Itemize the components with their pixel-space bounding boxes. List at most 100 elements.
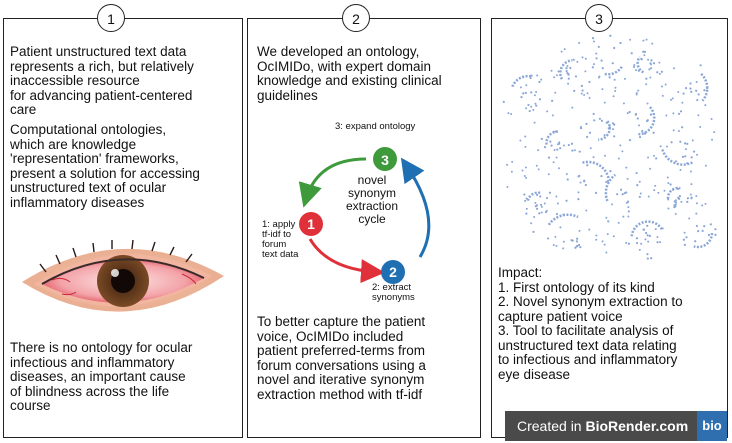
network-node bbox=[697, 230, 700, 233]
network-node bbox=[576, 237, 579, 240]
network-node bbox=[573, 89, 576, 92]
network-node bbox=[683, 243, 686, 246]
network-node bbox=[533, 94, 536, 97]
network-node bbox=[565, 69, 568, 73]
network-node bbox=[659, 145, 662, 148]
watermark-brand: BioRender.com bbox=[585, 418, 689, 434]
network-node bbox=[562, 213, 565, 216]
network-node bbox=[664, 83, 667, 86]
network-node bbox=[523, 193, 526, 196]
network-node bbox=[567, 82, 570, 85]
network-node bbox=[554, 130, 557, 133]
cycle-center-label: novel synonym extraction cycle bbox=[345, 173, 399, 226]
network-node bbox=[674, 205, 677, 208]
network-node bbox=[643, 132, 646, 135]
network-node bbox=[672, 129, 675, 132]
network-node bbox=[527, 103, 530, 107]
network-node bbox=[652, 131, 655, 134]
network-node bbox=[627, 242, 631, 245]
cycle-step-1-label: 1: apply tf-idf to forum text data bbox=[262, 219, 299, 260]
network-node bbox=[537, 149, 540, 152]
ontology-network-graph bbox=[502, 34, 717, 260]
network-node bbox=[524, 145, 527, 148]
network-node bbox=[575, 240, 579, 243]
network-node bbox=[659, 241, 662, 244]
network-node bbox=[524, 166, 527, 169]
network-node bbox=[658, 61, 661, 64]
network-node bbox=[695, 195, 698, 198]
network-node bbox=[585, 122, 588, 125]
network-node bbox=[581, 89, 584, 92]
network-node bbox=[648, 234, 651, 237]
network-node bbox=[690, 90, 693, 93]
network-node bbox=[554, 91, 557, 94]
network-node bbox=[692, 150, 696, 153]
network-node bbox=[625, 241, 628, 244]
network-node bbox=[686, 197, 690, 200]
network-cluster bbox=[636, 56, 645, 74]
network-node bbox=[603, 101, 606, 104]
network-node bbox=[701, 204, 704, 207]
network-node bbox=[685, 236, 688, 239]
network-node bbox=[562, 144, 565, 147]
network-node bbox=[674, 212, 677, 215]
network-node bbox=[520, 95, 523, 99]
network-node bbox=[699, 64, 702, 67]
network-node bbox=[628, 110, 631, 114]
network-node bbox=[553, 149, 556, 152]
network-node bbox=[581, 56, 584, 59]
network-node bbox=[679, 168, 682, 171]
panel1-text-ontologies: Computational ontologies, which are know… bbox=[10, 122, 200, 210]
network-node bbox=[647, 240, 650, 243]
network-node bbox=[638, 135, 642, 139]
network-node bbox=[534, 102, 537, 105]
network-node bbox=[580, 92, 583, 95]
network-node bbox=[627, 200, 630, 203]
network-node bbox=[579, 181, 582, 184]
network-node bbox=[545, 209, 548, 212]
network-node bbox=[669, 183, 672, 186]
network-node bbox=[558, 141, 561, 144]
network-node bbox=[562, 240, 565, 243]
network-node bbox=[611, 203, 614, 206]
network-node bbox=[552, 161, 555, 164]
network-node bbox=[647, 58, 650, 61]
network-node bbox=[623, 77, 626, 80]
network-node bbox=[584, 183, 587, 187]
network-node bbox=[539, 195, 542, 198]
network-node bbox=[621, 150, 624, 153]
panel1-text-intro: Patient unstructured text data represent… bbox=[10, 44, 194, 117]
network-node bbox=[535, 104, 538, 107]
network-node bbox=[535, 207, 539, 210]
network-node bbox=[619, 144, 622, 147]
network-node bbox=[681, 101, 684, 104]
network-node bbox=[524, 91, 527, 95]
network-node bbox=[677, 91, 680, 94]
network-node bbox=[543, 145, 547, 149]
network-node bbox=[714, 233, 717, 236]
network-node bbox=[640, 57, 643, 61]
network-node bbox=[606, 233, 609, 236]
network-node bbox=[643, 228, 646, 231]
panel-3: Impact: 1. First ontology of its kind 2.… bbox=[491, 18, 728, 438]
network-node bbox=[689, 193, 692, 196]
network-node bbox=[619, 41, 622, 45]
network-node bbox=[540, 205, 543, 208]
network-node bbox=[649, 76, 652, 79]
network-node bbox=[707, 233, 711, 237]
network-node bbox=[557, 167, 560, 170]
network-node bbox=[656, 241, 659, 244]
network-node bbox=[646, 234, 649, 237]
network-node bbox=[623, 192, 626, 195]
network-node bbox=[566, 178, 569, 181]
network-node bbox=[595, 52, 598, 55]
network-node bbox=[538, 80, 541, 84]
network-node bbox=[566, 64, 569, 67]
network-node bbox=[635, 93, 638, 96]
watermark-prefix: Created in bbox=[517, 418, 586, 434]
network-cluster bbox=[603, 66, 623, 76]
network-node bbox=[595, 238, 598, 241]
biorender-watermark[interactable]: Created in BioRender.com bio bbox=[505, 411, 727, 441]
network-node bbox=[588, 97, 591, 100]
network-node bbox=[551, 114, 554, 117]
